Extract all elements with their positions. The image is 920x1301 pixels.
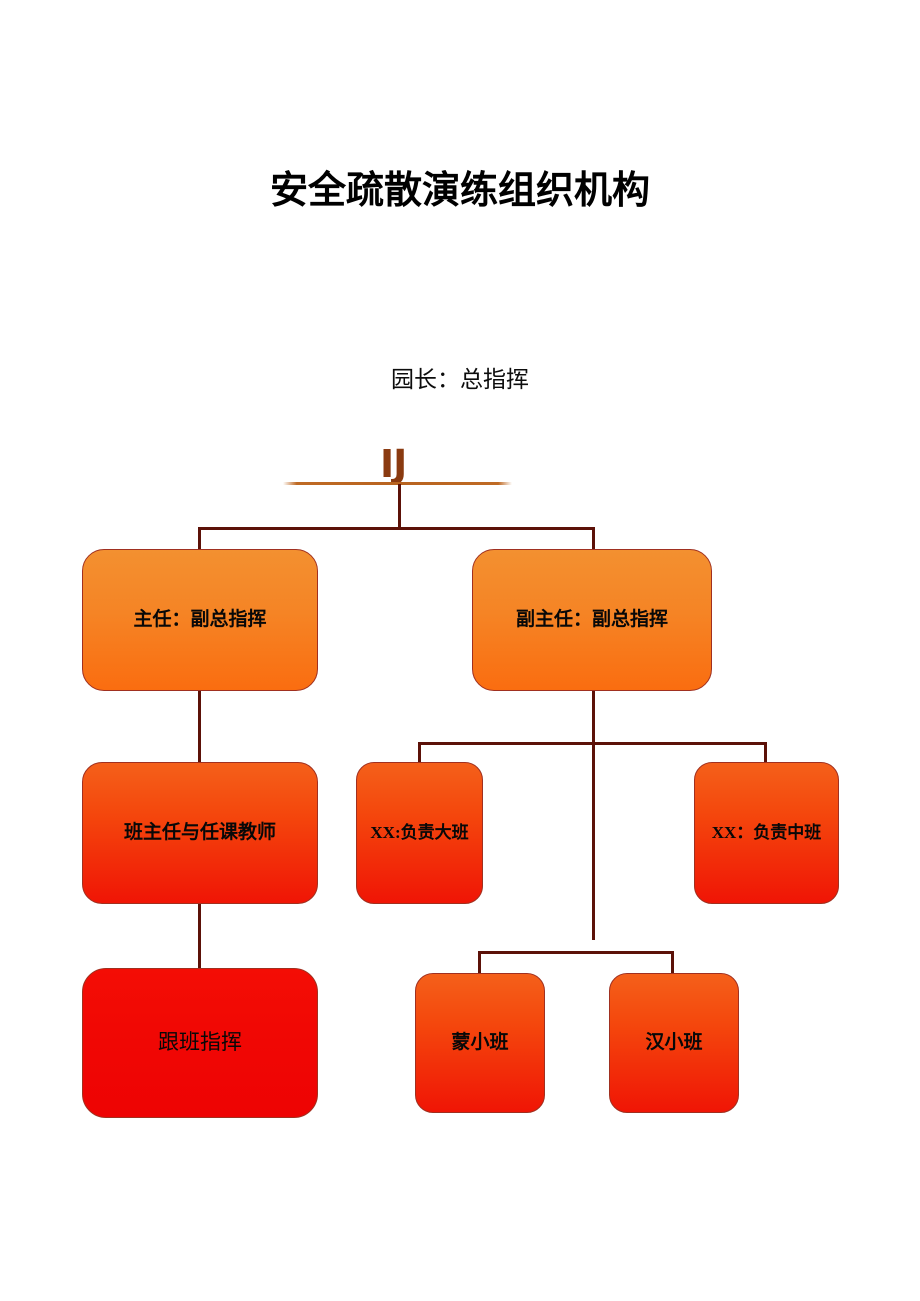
org-node-hanxiaoban-label: 汉小班	[645, 1031, 703, 1053]
connector-to-mengxiaoban	[478, 951, 481, 974]
stray-ij-text-artifact: IJ	[380, 442, 407, 486]
org-node-mengxiaoban-label: 蒙小班	[451, 1031, 509, 1053]
connector-root-stem	[398, 484, 401, 529]
connector-level2-bar	[418, 742, 767, 745]
connector-banzhuren-to-genban	[198, 903, 201, 969]
connector-to-zhuren	[198, 527, 201, 550]
org-node-mengxiaoban[interactable]: 蒙小班	[415, 973, 545, 1113]
org-node-zhuren[interactable]: 主任：副总指挥	[82, 549, 318, 691]
connector-to-zhongban	[764, 742, 767, 763]
org-node-banzhuren-label: 班主任与任课教师	[123, 821, 276, 843]
connector-to-hanxiaoban	[671, 951, 674, 974]
org-node-banzhuren[interactable]: 班主任与任课教师	[82, 762, 318, 904]
org-node-daban-label: XX:负责大班	[370, 823, 469, 843]
connector-level1-bar	[198, 527, 595, 530]
org-node-hanxiaoban[interactable]: 汉小班	[609, 973, 739, 1113]
connector-to-daban	[418, 742, 421, 763]
connector-fuzhuren-stem	[592, 690, 595, 940]
connector-to-fuzhuren	[592, 527, 595, 550]
horizontal-rule-under-root	[283, 482, 512, 485]
org-root-label: 园长：总指挥	[391, 367, 529, 392]
org-node-zhongban-label: XX：负责中班	[711, 823, 822, 843]
org-node-fuzhuren[interactable]: 副主任：副总指挥	[472, 549, 712, 691]
org-node-fuzhuren-label: 副主任：副总指挥	[515, 608, 668, 630]
org-node-genban-label: 跟班指挥	[158, 1030, 242, 1055]
org-node-daban[interactable]: XX:负责大班	[356, 762, 483, 904]
connector-level3-bar	[478, 951, 674, 954]
org-node-zhuren-label: 主任：副总指挥	[133, 608, 267, 630]
connector-zhuren-to-banzhuren	[198, 690, 201, 763]
org-node-genban[interactable]: 跟班指挥	[82, 968, 318, 1118]
page-title: 安全疏散演练组织机构	[269, 168, 650, 212]
org-node-zhongban[interactable]: XX：负责中班	[694, 762, 839, 904]
